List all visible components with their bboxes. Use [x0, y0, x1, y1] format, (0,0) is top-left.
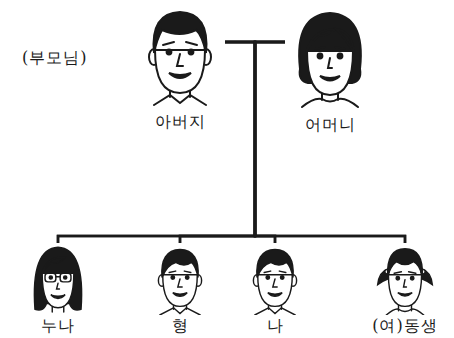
mother-face	[299, 13, 361, 107]
person-name: 나	[235, 316, 315, 336]
older-sister-face	[34, 247, 81, 312]
person-younger-sister: (여)동생	[362, 243, 448, 336]
father-face	[149, 12, 211, 105]
me-face	[253, 249, 296, 315]
older-brother-face	[158, 249, 201, 315]
person-name: 어머니	[285, 115, 375, 135]
family-connector	[58, 42, 285, 243]
family-connector	[180, 42, 285, 243]
person-name: 누나	[18, 316, 98, 336]
family-connector	[255, 42, 285, 243]
person-mother: 어머니	[285, 5, 375, 135]
family-connector	[255, 42, 405, 243]
person-name: (여)동생	[362, 316, 448, 336]
family-connector	[225, 42, 405, 243]
person-me: 나	[235, 243, 315, 336]
family-connector	[180, 42, 255, 243]
person-older-sister: 누나	[18, 243, 98, 336]
person-name: 형	[140, 316, 220, 336]
family-connector	[58, 42, 255, 243]
group-label: (부모님)	[22, 48, 87, 69]
person-father: 아버지	[135, 5, 225, 132]
younger-sister-face	[378, 249, 433, 315]
person-name: 아버지	[135, 112, 225, 132]
person-older-brother: 형	[140, 243, 220, 336]
family-connector	[225, 42, 275, 243]
